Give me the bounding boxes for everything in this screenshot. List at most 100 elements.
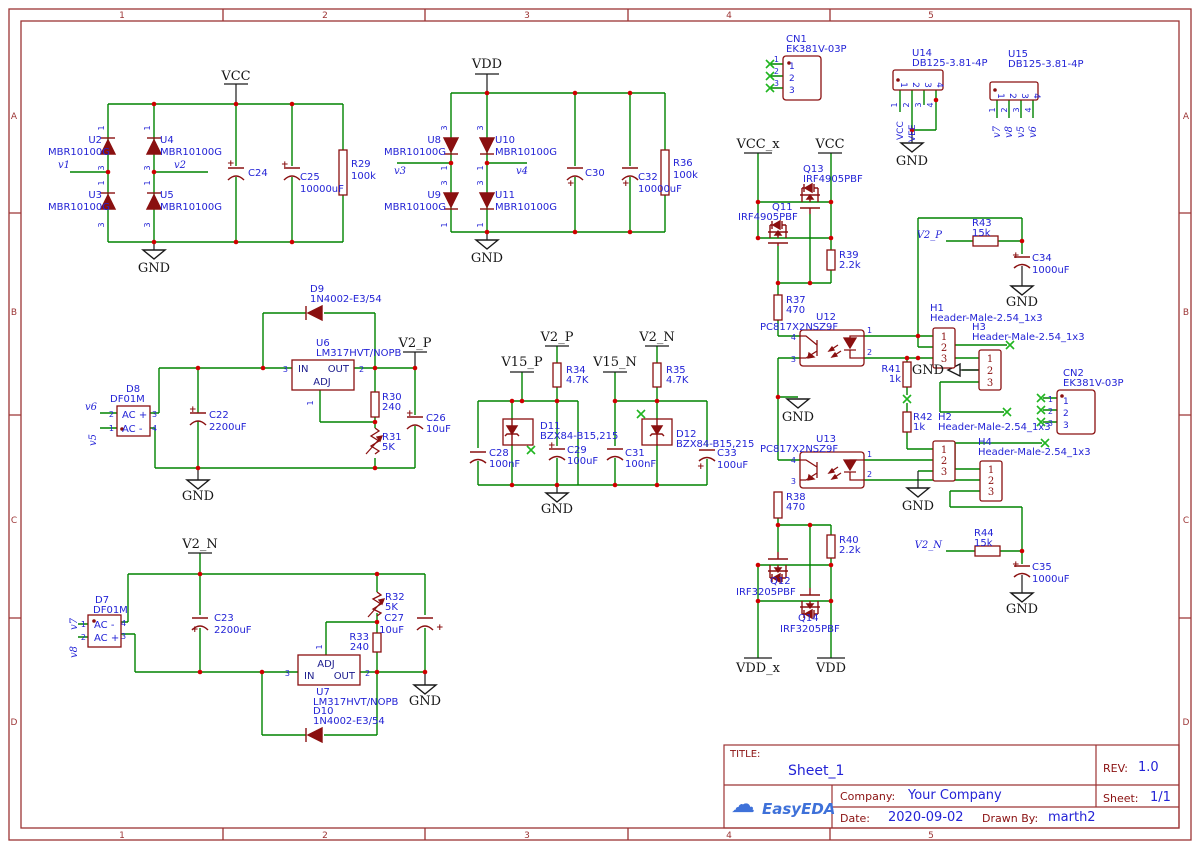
potentiometers: [365, 427, 386, 618]
junction-dot: [197, 669, 203, 675]
no-connect-x-icon: [1036, 393, 1046, 403]
ref-r39: R39: [839, 250, 859, 261]
flag-gnd-c35: GND: [1006, 602, 1038, 617]
border-col-5: 5: [928, 11, 934, 21]
net-v5: v5: [88, 434, 99, 446]
cap-c35: [1013, 565, 1031, 578]
ref-r38: R38: [786, 492, 806, 503]
header-h3: [978, 349, 1002, 391]
junction-dot: [828, 562, 834, 568]
junction-dot: [775, 522, 781, 528]
ref-r31: R31: [382, 432, 402, 443]
origin-dot: [1060, 394, 1064, 398]
pin-label-66: 3: [476, 180, 485, 185]
ref-r35: R35: [666, 365, 686, 376]
origin-dot: [993, 88, 997, 92]
val-r40: 2.2k: [839, 545, 861, 556]
pin-label-265: +: [567, 179, 575, 189]
flag-vcc-2: VCC: [814, 137, 844, 152]
pin-label-62: 3: [476, 125, 485, 130]
border-row-d: D: [11, 718, 18, 728]
pin-label-199: 4: [152, 424, 157, 433]
flag-gnd-h3: GND: [912, 363, 944, 378]
zener-d11: [504, 419, 520, 445]
ref-d12: D12: [676, 429, 696, 440]
flag-gnd-u12: GND: [782, 410, 814, 425]
ref-u3: U3: [88, 190, 102, 201]
pin-label-146: 3: [1063, 421, 1069, 431]
cap-c25: [283, 167, 301, 181]
ref-u8: U8: [427, 135, 441, 146]
val-c35: 1000uF: [1032, 574, 1070, 585]
ref-r42: R42: [913, 412, 933, 423]
titleblock-rev-label: REV:: [1103, 762, 1128, 775]
ref-c27: C27: [384, 613, 404, 624]
pin-label-189: 3: [283, 365, 288, 374]
resistor-r42: [902, 411, 912, 433]
flag-gnd-1: GND: [138, 261, 170, 276]
titleblock-company-label: Company:: [840, 790, 896, 803]
flag-v15p: V15_P: [500, 355, 542, 370]
junction-dot: [412, 365, 418, 371]
pin-label-118: 2: [867, 348, 872, 357]
flag-vdd-2: VDD: [815, 661, 846, 676]
pin-label-63: 1: [476, 165, 485, 170]
junction-dot: [828, 598, 834, 604]
junction-dot: [828, 199, 834, 205]
ref-h1: H1: [930, 303, 944, 314]
pin-label-173: 2: [988, 476, 994, 487]
cap-c24: [227, 167, 245, 181]
ref-q11: Q11: [772, 202, 793, 213]
pin-label-144: 1: [1063, 397, 1069, 407]
junction-dot: [755, 562, 761, 568]
pin-label-94: 4: [1031, 93, 1041, 99]
ref-cn2: CN2: [1063, 368, 1084, 379]
val-u14: DB125-3.81-4P: [912, 58, 988, 69]
pin-label-65: 1: [440, 222, 449, 227]
pin-label-60: 3: [440, 125, 449, 130]
border-col-1: 1: [119, 11, 125, 21]
u7-out: OUT: [334, 671, 356, 682]
cap-c34: [1013, 256, 1031, 269]
mosfet-q11: [768, 219, 788, 246]
ref-r36: R36: [673, 158, 693, 169]
junction-dot: [374, 571, 380, 577]
junction-dot: [233, 239, 239, 245]
border-col-2b: 2: [322, 831, 328, 841]
ref-d11: D11: [540, 421, 560, 432]
connector-u15: [989, 81, 1039, 101]
val-u2: MBR10100G: [48, 147, 110, 158]
connector-cn2: [1056, 389, 1096, 435]
u6-adj: ADJ: [313, 377, 331, 388]
val-r33: 240: [350, 642, 369, 653]
junction-dot: [289, 239, 295, 245]
val-u8: MBR10100G: [384, 147, 446, 158]
zener-d11-box: [502, 418, 534, 446]
titleblock-company: Your Company: [908, 788, 1002, 803]
junction-dot: [105, 169, 111, 175]
u6-in: IN: [298, 364, 308, 375]
pin-label-191: 1: [306, 400, 315, 405]
net-v6: v6: [85, 402, 98, 413]
cap-c29: [548, 448, 566, 461]
junction-dots: [105, 90, 1025, 675]
u7-adj: ADJ: [317, 659, 335, 670]
flag-gnd-4: GND: [541, 502, 573, 517]
ref-u6: U6: [316, 338, 330, 349]
pot-r31: [369, 427, 381, 455]
pin-label-37: 1: [143, 125, 152, 130]
regulator-u7: [297, 654, 361, 686]
pin-label-71: 2: [774, 67, 779, 76]
val-h2: Header-Male-2.54_1x3: [938, 422, 1051, 433]
ref-u11: U11: [495, 190, 515, 201]
d7-acp: AC +: [94, 633, 119, 644]
ref-d10: D10: [313, 706, 333, 717]
junction-dot: [654, 482, 660, 488]
no-connect-x-icon: [765, 71, 775, 81]
pin-label-241: 3: [121, 632, 126, 641]
border-col-3b: 3: [524, 831, 530, 841]
val-u11: MBR10100G: [495, 202, 557, 213]
capacitors: [189, 167, 1031, 631]
resistor-r40: [826, 534, 836, 559]
